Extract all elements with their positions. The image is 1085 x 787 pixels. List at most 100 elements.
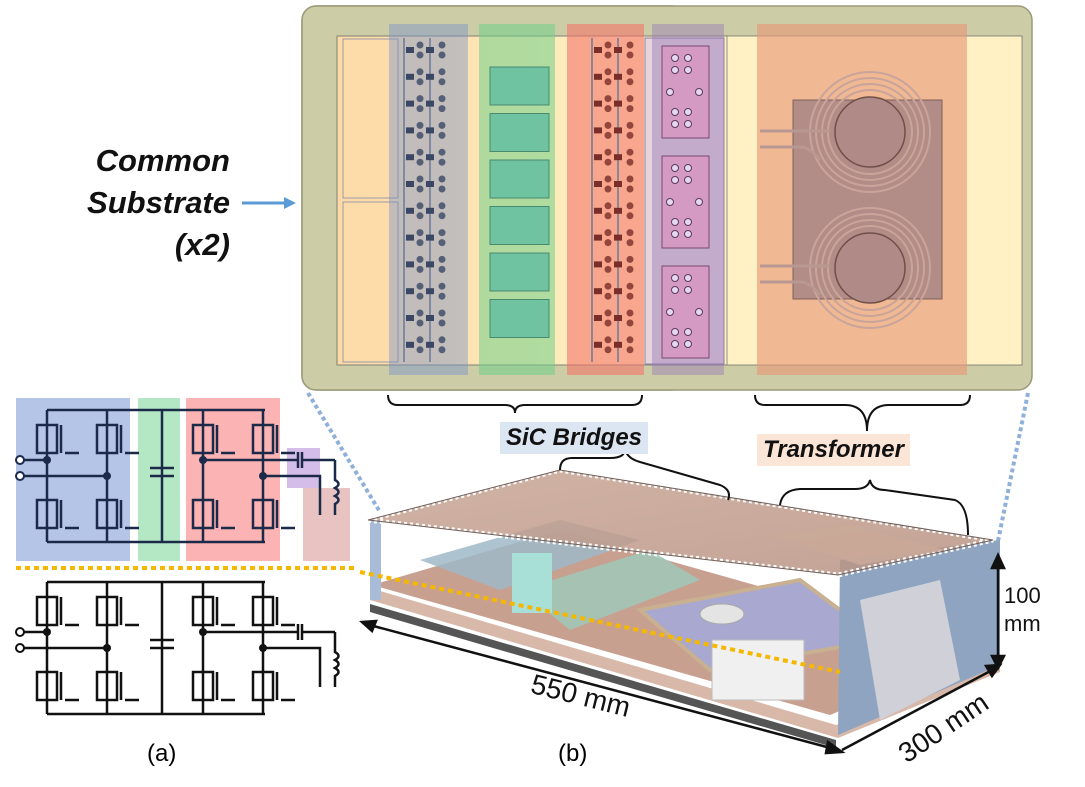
mosfet-gate — [59, 500, 79, 530]
sic-pad — [416, 265, 424, 273]
sic-pad — [626, 51, 634, 59]
sic-pad — [416, 51, 424, 59]
enclosure-base-edge — [370, 604, 836, 748]
transformer-winding-top — [809, 71, 931, 193]
cap-terminal — [671, 176, 679, 184]
cap-terminal — [671, 230, 679, 238]
mosfet-symbol — [191, 670, 215, 702]
sic-pad — [604, 212, 612, 220]
sic-pad — [626, 265, 634, 273]
dc-cap-modules — [661, 45, 710, 359]
sic-pad — [416, 185, 424, 193]
sic-pad — [438, 41, 446, 49]
input-terminal — [15, 471, 25, 481]
sic-bridges-label: SiC Bridges — [500, 422, 649, 454]
projection-line-right — [996, 392, 1030, 542]
sic-pad — [604, 148, 612, 156]
transformer-coil-3d — [699, 603, 745, 625]
sic-pad — [626, 175, 634, 183]
sic-device — [426, 127, 434, 134]
cap-terminal — [684, 340, 692, 348]
sic-device — [406, 315, 414, 321]
mosfet-gate — [275, 597, 295, 627]
dc-link-capacitor — [150, 638, 174, 650]
transformer-3d-brace — [779, 479, 969, 536]
mosfet-symbol — [35, 595, 59, 627]
sic-pad — [416, 319, 424, 327]
mosfet-gate — [119, 597, 139, 627]
sic-pad — [604, 185, 612, 193]
sic-device — [406, 234, 414, 241]
sic-pad — [626, 41, 634, 49]
mosfet-gate — [215, 597, 235, 627]
sic-pad — [626, 202, 634, 210]
mosfet-gate — [275, 672, 295, 702]
sic-device — [594, 73, 602, 80]
caption-b: (b) — [558, 740, 588, 767]
sic-device — [594, 127, 602, 134]
sic-device — [614, 100, 622, 107]
common-substrate-line-1: Common — [95, 143, 230, 178]
lid-outline — [367, 469, 994, 576]
sic-pad — [438, 185, 446, 193]
capacitor-block-3d — [512, 553, 552, 613]
sic-pad — [604, 309, 612, 317]
schematic-top — [15, 408, 340, 544]
capacitor-block — [489, 206, 550, 245]
width-arrow — [841, 666, 997, 752]
cap-terminal — [666, 308, 674, 316]
cap-terminal — [695, 88, 703, 96]
mosfet-symbol — [35, 423, 59, 455]
sic-device — [594, 341, 602, 348]
sic-pad — [604, 51, 612, 59]
sic-device — [594, 261, 602, 268]
mosfet-gate — [275, 500, 295, 530]
mosfet-gate — [59, 672, 79, 702]
sic-pad — [626, 148, 634, 156]
transformer-box-3d — [770, 525, 945, 565]
projection-line-left — [306, 391, 382, 514]
capacitor-block — [489, 299, 550, 338]
sic-pad — [438, 95, 446, 103]
sic-pad — [416, 121, 424, 129]
sic-device — [614, 288, 622, 295]
mosfet-gate — [59, 597, 79, 627]
sic-pad — [438, 105, 446, 113]
sic-pad — [416, 95, 424, 103]
cap-terminal — [666, 198, 674, 206]
sic-device — [426, 154, 434, 161]
sic-pad — [626, 95, 634, 103]
wiring — [24, 458, 335, 515]
cap-terminal — [684, 274, 692, 282]
cap-terminal — [671, 120, 679, 128]
sic-pad — [626, 158, 634, 166]
sic-pad — [604, 105, 612, 113]
mosfet-symbol — [191, 423, 215, 455]
sic-pad — [604, 131, 612, 139]
mosfet-gate — [119, 500, 139, 530]
sic-pad — [604, 319, 612, 327]
cap-terminal — [666, 88, 674, 96]
sic-pad — [438, 121, 446, 129]
dc-link-highlight — [138, 398, 180, 561]
sic-pad — [604, 95, 612, 103]
sic-pad — [438, 51, 446, 59]
sic-device — [614, 261, 622, 268]
sic-pad — [416, 292, 424, 300]
pcb-board-2 — [520, 550, 700, 630]
height-dimension-label: 100 mm — [1004, 582, 1041, 638]
sic-device — [614, 207, 622, 214]
sic-device — [406, 73, 414, 80]
sic-pad — [438, 282, 446, 290]
sic-pad — [604, 336, 612, 344]
sic-pad — [626, 292, 634, 300]
sic-device — [426, 73, 434, 80]
height-unit: mm — [1004, 611, 1041, 636]
sic-pad — [438, 292, 446, 300]
sic-pad — [604, 255, 612, 263]
sic-pad — [438, 265, 446, 273]
dimension-arrows — [358, 552, 1007, 755]
height-arrow-head-bottom — [989, 654, 1007, 671]
mosfet-gate — [215, 425, 235, 455]
sic-pad — [604, 282, 612, 290]
